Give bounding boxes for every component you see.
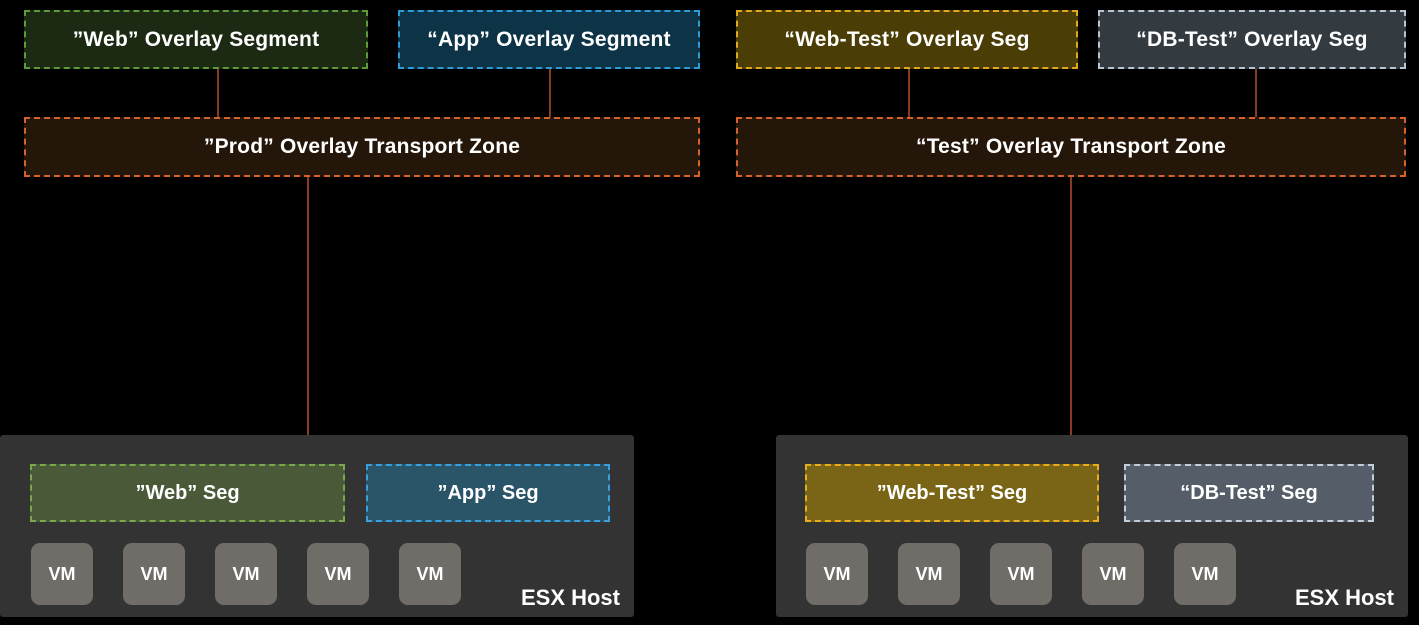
vm-label: VM bbox=[1191, 563, 1219, 584]
overlay-segment-db-test: “DB-Test” Overlay Seg bbox=[1098, 10, 1406, 69]
vm-chip: VM bbox=[215, 543, 277, 605]
vm-label: VM bbox=[232, 563, 260, 584]
connector-web-test-to-test-tz bbox=[908, 69, 910, 117]
vm-chip: VM bbox=[31, 543, 93, 605]
host-segment-db-test: “DB-Test” Seg bbox=[1124, 464, 1374, 522]
vm-chip: VM bbox=[1082, 543, 1144, 605]
transport-zone-prod-label: ”Prod” Overlay Transport Zone bbox=[203, 135, 521, 158]
vm-chip: VM bbox=[123, 543, 185, 605]
vm-label: VM bbox=[140, 563, 168, 584]
vm-chip: VM bbox=[990, 543, 1052, 605]
host-segment-app-label: ”App” Seg bbox=[437, 481, 539, 504]
vm-chip: VM bbox=[806, 543, 868, 605]
vm-label: VM bbox=[1007, 563, 1035, 584]
connector-app-to-prod-tz bbox=[549, 69, 551, 117]
overlay-segment-app-label: “App” Overlay Segment bbox=[427, 27, 671, 51]
vm-chip: VM bbox=[898, 543, 960, 605]
transport-zone-test: “Test” Overlay Transport Zone bbox=[736, 117, 1406, 177]
overlay-segment-web: ”Web” Overlay Segment bbox=[24, 10, 368, 69]
connector-test-tz-to-host-right bbox=[1070, 177, 1072, 435]
overlay-segment-web-test: “Web-Test” Overlay Seg bbox=[736, 10, 1078, 69]
transport-zone-test-label: “Test” Overlay Transport Zone bbox=[916, 135, 1226, 158]
vm-chip: VM bbox=[307, 543, 369, 605]
vm-label: VM bbox=[823, 563, 851, 584]
overlay-segment-web-label: ”Web” Overlay Segment bbox=[72, 27, 320, 51]
vm-label: VM bbox=[915, 563, 943, 584]
vm-chip: VM bbox=[399, 543, 461, 605]
connector-prod-tz-to-host-left bbox=[307, 177, 309, 435]
host-segment-web-test-label: ”Web-Test” Seg bbox=[876, 481, 1028, 504]
vm-label: VM bbox=[48, 563, 76, 584]
transport-zone-prod: ”Prod” Overlay Transport Zone bbox=[24, 117, 700, 177]
host-segment-web-label: ”Web” Seg bbox=[135, 481, 240, 504]
overlay-segment-app: “App” Overlay Segment bbox=[398, 10, 700, 69]
host-segment-db-test-label: “DB-Test” Seg bbox=[1180, 481, 1318, 504]
overlay-segment-web-test-label: “Web-Test” Overlay Seg bbox=[784, 27, 1030, 51]
connector-web-to-prod-tz bbox=[217, 69, 219, 117]
host-segment-web: ”Web” Seg bbox=[30, 464, 345, 522]
host-segment-app: ”App” Seg bbox=[366, 464, 610, 522]
overlay-segment-db-test-label: “DB-Test” Overlay Seg bbox=[1136, 27, 1368, 51]
host-segment-web-test: ”Web-Test” Seg bbox=[805, 464, 1099, 522]
vm-label: VM bbox=[1099, 563, 1127, 584]
esx-host-left-label: ESX Host bbox=[520, 585, 620, 610]
connector-db-test-to-test-tz bbox=[1255, 69, 1257, 117]
vm-label: VM bbox=[416, 563, 444, 584]
vm-label: VM bbox=[324, 563, 352, 584]
esx-host-right-label: ESX Host bbox=[1294, 585, 1394, 610]
vm-chip: VM bbox=[1174, 543, 1236, 605]
